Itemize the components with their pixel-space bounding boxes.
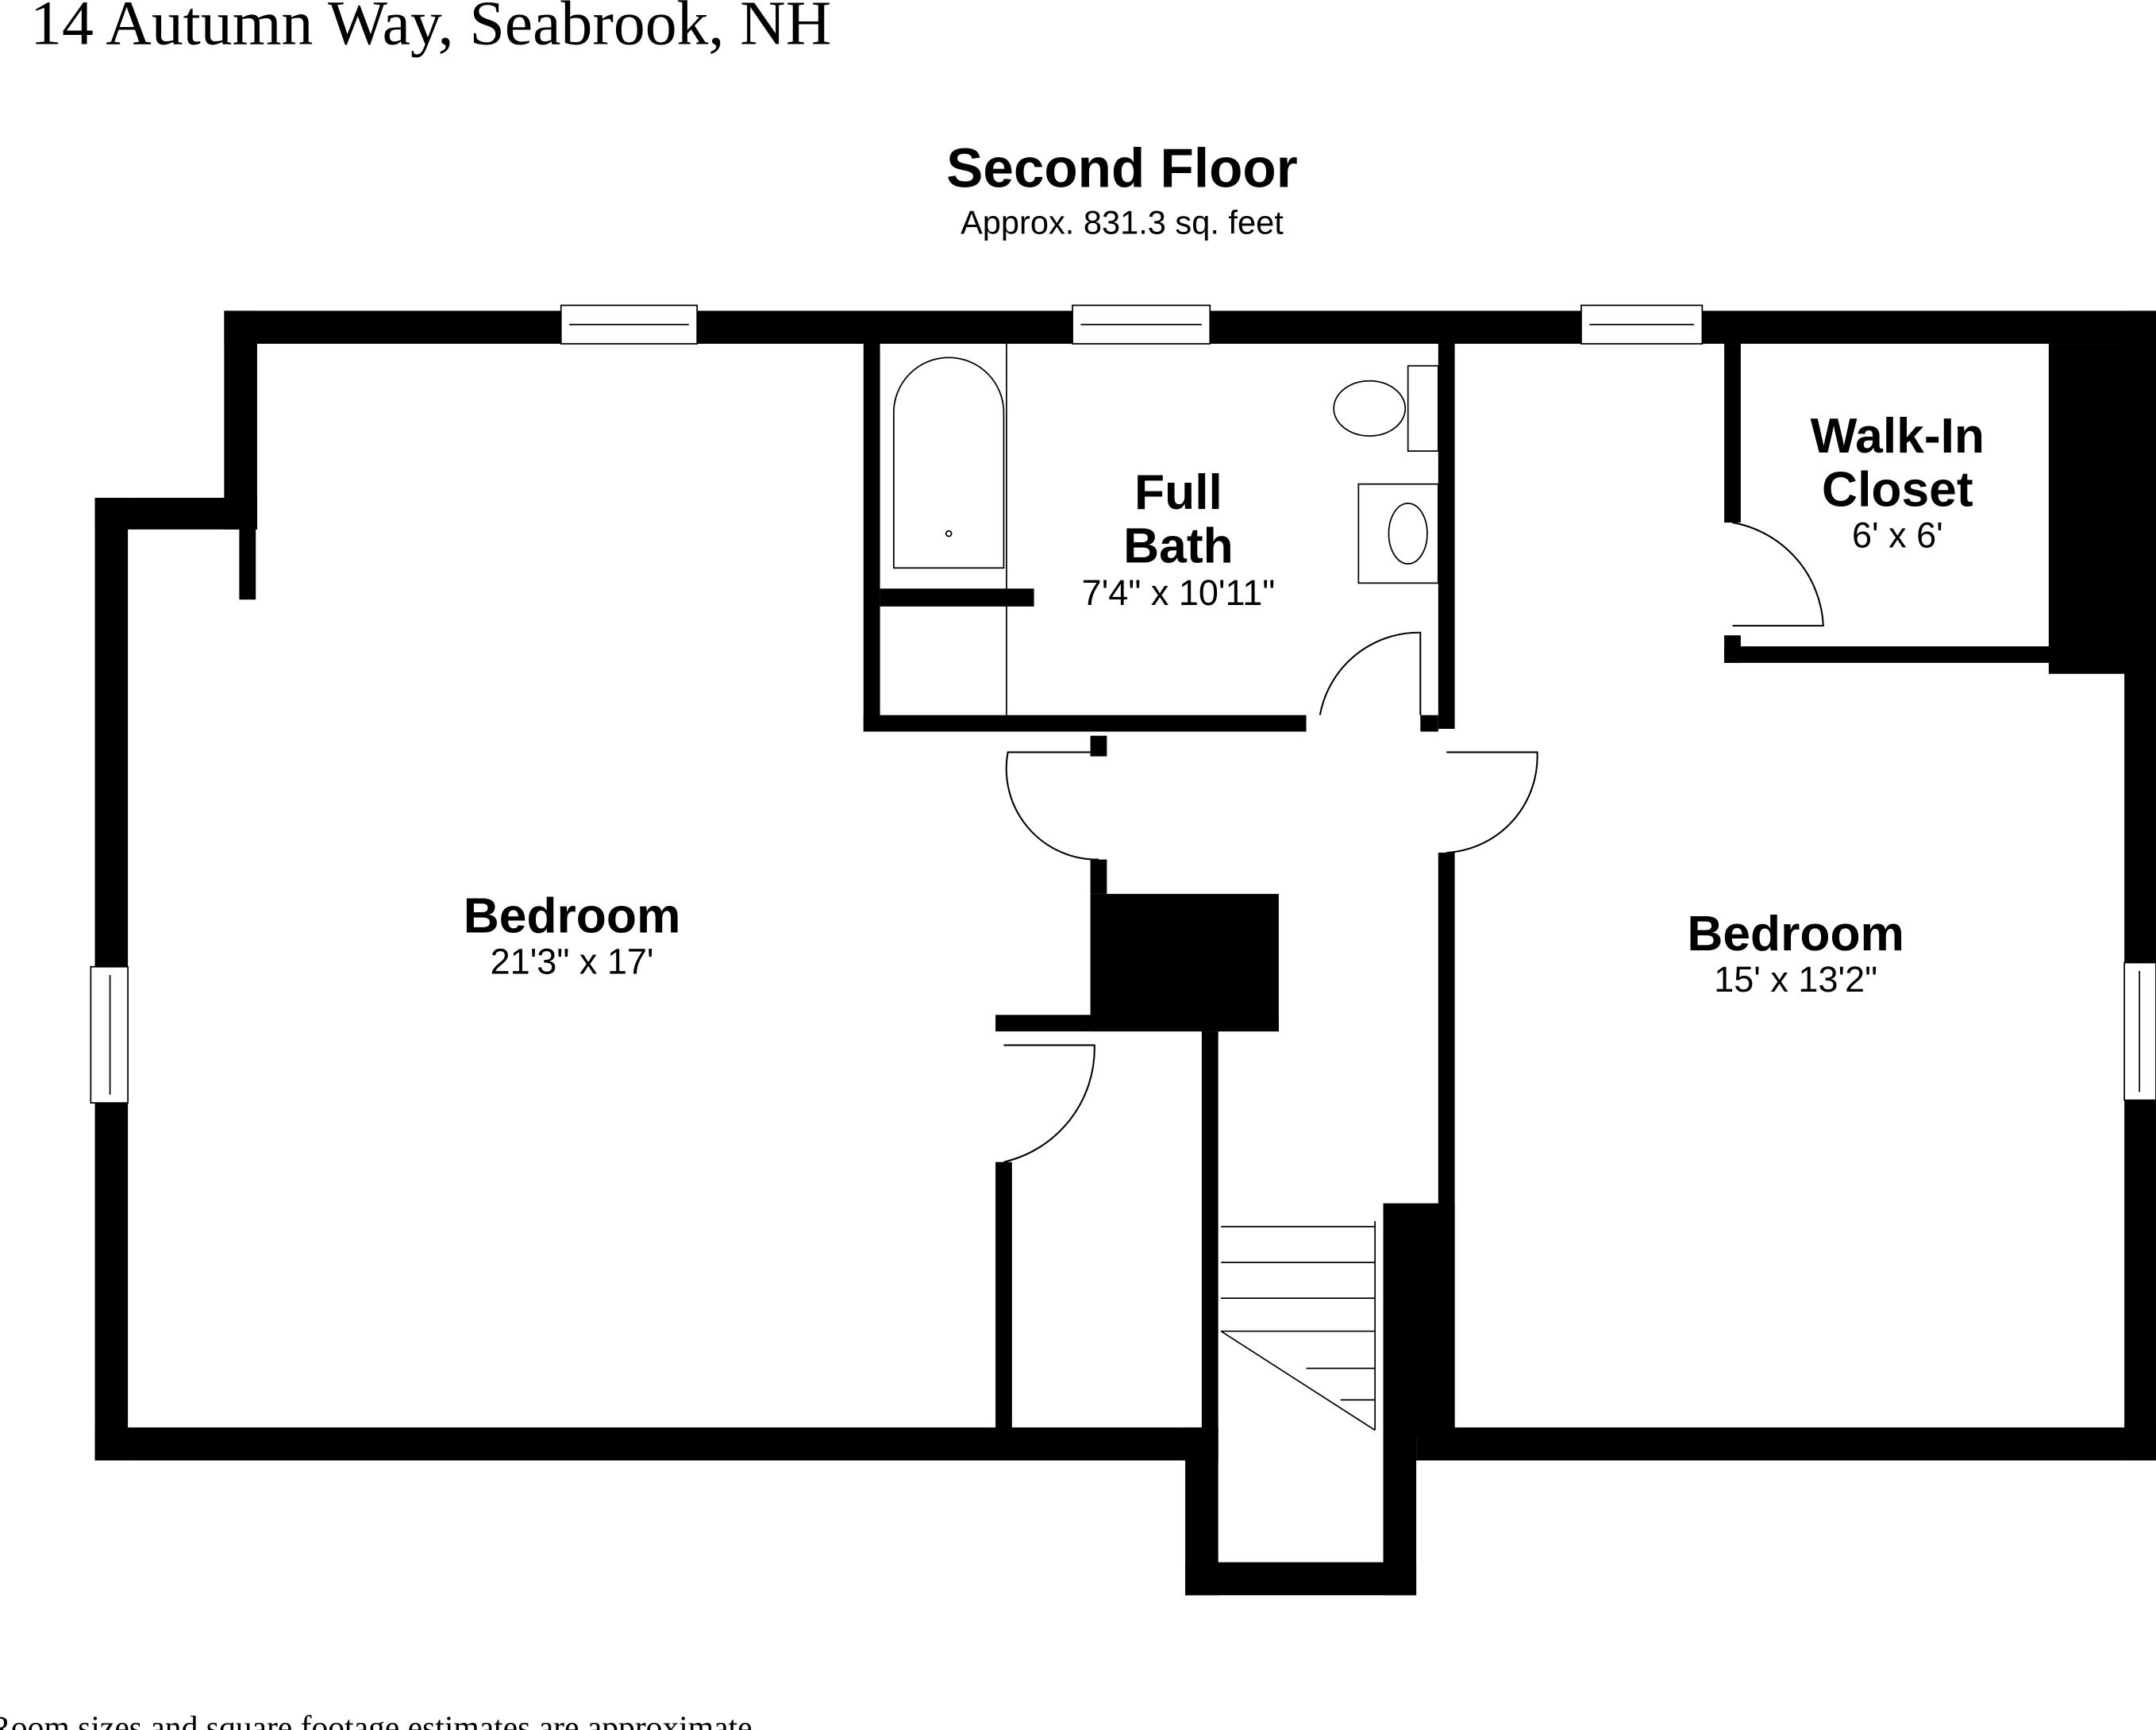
- window: [2123, 961, 2156, 1101]
- address-title: 14 Autumn Way, Seabrook, NH: [30, 0, 831, 58]
- doors: [1003, 522, 1824, 1163]
- floor-area: Approx. 831.3 sq. feet: [961, 203, 1284, 241]
- toilet-tank: [1407, 364, 1439, 452]
- room-name: Bedroom: [464, 888, 681, 943]
- room-size: 6' x 6': [1852, 514, 1943, 555]
- windows: [90, 304, 2156, 1104]
- room-size: 21'3" x 17': [491, 941, 654, 981]
- sink-icon: [1388, 503, 1428, 565]
- room-name: Full: [1134, 465, 1222, 520]
- room-name: Closet: [1822, 462, 1973, 517]
- bathtub-icon: [893, 356, 1005, 569]
- stairs-icon: [1220, 1330, 1376, 1431]
- door-bath: [1319, 631, 1422, 715]
- room-name: Walk-In: [1811, 409, 1985, 464]
- floor-title: Second Floor: [946, 137, 1298, 199]
- door-closet-left: [1003, 1044, 1095, 1163]
- door-closet: [1732, 522, 1824, 627]
- room-size: 15' x 13'2": [1714, 959, 1877, 1000]
- door-left-bedroom: [1005, 751, 1099, 861]
- disclaimer: Room sizes and square footage estimates …: [0, 1709, 760, 1730]
- toilet-icon: [1333, 380, 1407, 437]
- room-size: 7'4" x 10'11": [1082, 572, 1276, 613]
- fixtures: [893, 344, 1439, 1431]
- room-name: Bath: [1123, 518, 1234, 573]
- sink-counter: [1357, 483, 1439, 584]
- room-labels: Bedroom 21'3" x 17' Full Bath 7'4" x 10'…: [464, 409, 1985, 1000]
- room-name: Bedroom: [1687, 907, 1904, 961]
- door-right-bedroom: [1446, 751, 1538, 853]
